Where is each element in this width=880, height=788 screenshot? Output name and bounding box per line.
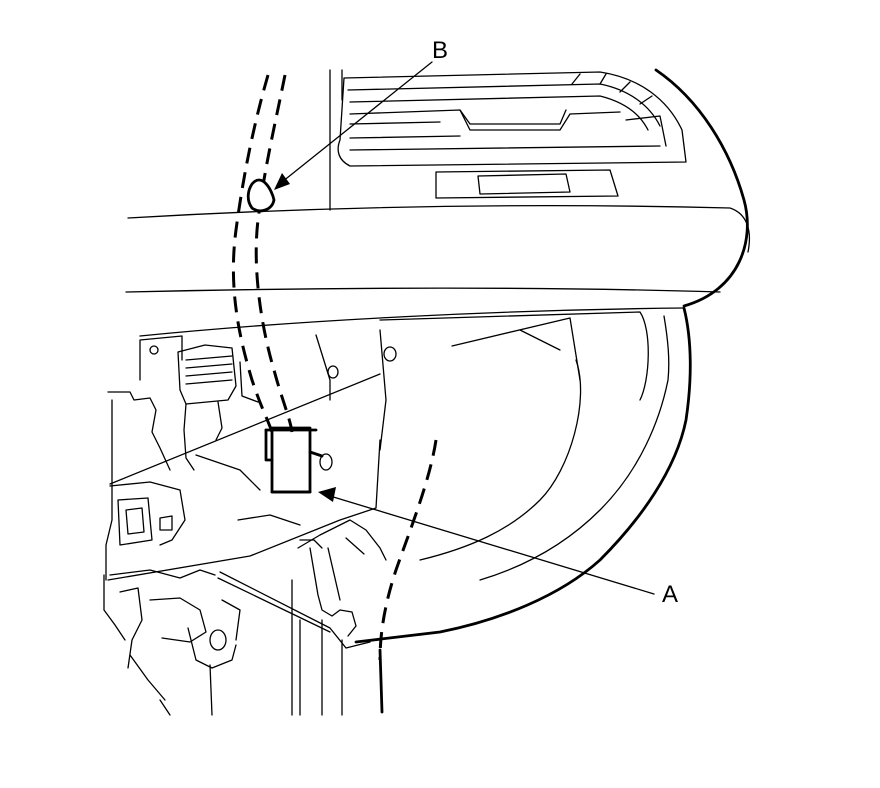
lower-trim-panel xyxy=(315,306,692,644)
dashboard-upper xyxy=(125,68,751,337)
console-panel xyxy=(107,373,387,649)
callout-a-label: A xyxy=(662,581,678,608)
under-dash-components xyxy=(103,335,301,716)
callout-b-arrowhead xyxy=(274,173,290,190)
pillar-lines xyxy=(291,579,343,716)
wire-harness xyxy=(231,74,438,714)
callout-leaders xyxy=(274,61,655,595)
callout-a-arrowhead xyxy=(318,487,336,502)
callout-b-label: B xyxy=(432,37,448,64)
wire-connector xyxy=(264,426,333,494)
